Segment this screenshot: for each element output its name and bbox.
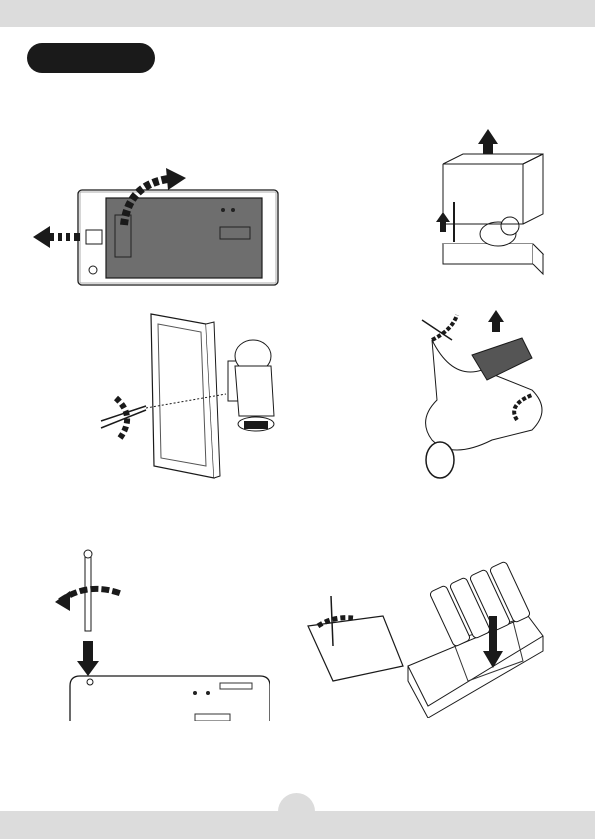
fig-mount-camera-screw	[96, 306, 296, 486]
page-number-tab	[278, 793, 315, 830]
fig-insert-batteries	[303, 556, 568, 718]
fig-remove-sd-cover	[412, 310, 557, 480]
fig-attach-antenna	[50, 546, 270, 721]
section-title-pill	[27, 43, 155, 73]
fig-remove-back-cover	[28, 165, 283, 290]
fig-lift-enclosure	[428, 124, 558, 294]
top-band	[0, 0, 595, 27]
